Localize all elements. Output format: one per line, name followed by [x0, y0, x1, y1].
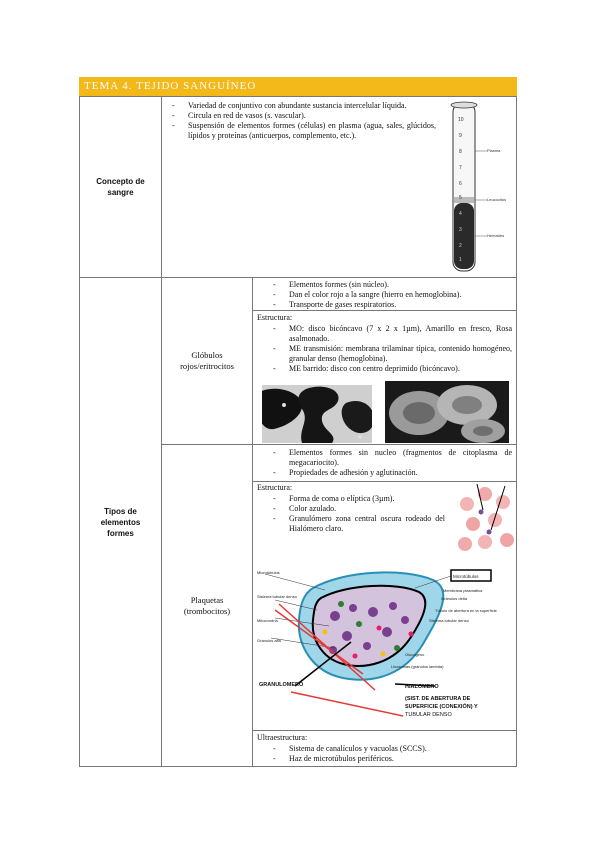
blood-tube-image: 10 9 8 7 6 5 4 3 2 1 Plasma Leucocitos H… — [450, 101, 506, 272]
tube-scale-3: 3 — [459, 227, 462, 233]
tube-scale-5: 5 — [459, 195, 462, 201]
globulos-label-cell: Glóbulos rojos/eritrocitos — [161, 277, 253, 445]
list-item: ME transmisión: membrana trilaminar típi… — [267, 344, 512, 364]
tipos-label-cell: Tipos de elementos formes — [79, 277, 162, 767]
tem-erythrocyte-image — [262, 385, 372, 443]
plaquetas-struct-title: Estructura: — [257, 483, 293, 492]
list-item: Dan el color rojo a la sangre (hierro en… — [267, 290, 512, 300]
list-item: MO: disco bicóncavo (7 x 2 x 1µm), Amari… — [267, 324, 512, 344]
tube-label-hematies: Hematíes — [487, 233, 504, 238]
list-item: Transporte de gases respiratorios. — [267, 300, 512, 310]
label-hialomero-line3: SUPERFICIE (CONEXIÓN) Y — [405, 702, 478, 710]
platelet-ultrastructure-diagram: Microtúbulos Sistema tubular denso Mitoc… — [255, 560, 513, 728]
list-item: Elementos formes sin nucleo (fragmentos … — [267, 448, 512, 468]
section-header: TEMA 4. TEJIDO SANGUÍNEO — [79, 77, 517, 96]
tube-label-plasma: Plasma — [487, 148, 501, 153]
tube-scale-4: 4 — [459, 211, 462, 217]
globulos-struct-list: MO: disco bicóncavo (7 x 2 x 1µm), Amari… — [267, 324, 512, 374]
label-hialomero-line4: TUBULAR DENSO — [405, 712, 452, 718]
label-granulos-delta: Gránulos delta — [441, 596, 468, 601]
plaquetas-label-cell: Plaquetas (trombocitos) — [161, 444, 253, 767]
tube-scale-7: 7 — [459, 165, 462, 171]
plaquetas-label: Plaquetas (trombocitos) — [183, 594, 231, 616]
globulos-struct-cell: Estructura: MO: disco bicóncavo (7 x 2 x… — [252, 310, 517, 445]
plaquetas-desc-cell: Elementos formes sin nucleo (fragmentos … — [252, 444, 517, 482]
label-glucogeno: Glucógeno — [405, 652, 425, 657]
list-item: Granulómero zona central oscura rodeado … — [267, 514, 445, 534]
label-mitocondria: Mitocondria — [257, 618, 278, 623]
tipos-label: Tipos de elementos formes — [100, 506, 141, 538]
label-microtubulos-right: Microtúbulos — [453, 574, 479, 579]
concepto-content-cell: Variedad de conjuntivo con abundante sus… — [161, 96, 517, 278]
plaquetas-desc-list: Elementos formes sin nucleo (fragmentos … — [267, 448, 512, 478]
globulos-struct-title: Estructura: — [257, 313, 293, 322]
platelet-smear-image — [455, 484, 515, 556]
tube-scale-2: 2 — [459, 243, 462, 249]
tube-scale-1: 1 — [459, 257, 462, 263]
globulos-desc-list: Elementos formes (sin núcleo). Dan el co… — [267, 280, 512, 310]
list-item: Forma de coma o elíptica (3µm). — [267, 494, 445, 504]
globulos-desc-cell: Elementos formes (sin núcleo). Dan el co… — [252, 277, 517, 311]
plaquetas-ultra-list: Sistema de canalículos y vacuolas (SCCS)… — [267, 744, 512, 764]
tube-scale-9: 9 — [459, 133, 462, 139]
list-item: Sistema de canalículos y vacuolas (SCCS)… — [267, 744, 512, 754]
list-item: Suspensión de elementos formes (células)… — [166, 121, 436, 141]
list-item: Elementos formes (sin núcleo). — [267, 280, 512, 290]
label-membrana-plasmatica: Membrana plasmática — [443, 588, 483, 593]
list-item: ME barrido: disco con centro deprimido (… — [267, 364, 512, 374]
concepto-label: Concepto de sangre — [96, 177, 145, 197]
label-lisosomas: Lisosomas (gránulos lambda) — [391, 664, 444, 669]
label-granulos-alfa: Gránulos alfa — [257, 638, 282, 643]
label-hialomero: HIALOMERO — [405, 684, 439, 690]
plaquetas-struct-list: Forma de coma o elíptica (3µm). Color az… — [267, 494, 445, 534]
label-sistema-tubular-right: Sistema tubular denso — [429, 618, 470, 623]
list-item: Variedad de conjuntivo con abundante sus… — [166, 101, 436, 111]
list-item: Circula en red de vasos (s. vascular). — [166, 111, 436, 121]
tube-scale-8: 8 — [459, 149, 462, 155]
concepto-label-cell: Concepto de sangre — [79, 96, 162, 278]
list-item: Propiedades de adhesión y aglutinación. — [267, 468, 512, 478]
plaquetas-struct-cell: Estructura: Forma de coma o elíptica (3µ… — [252, 481, 517, 731]
concepto-list: Variedad de conjuntivo con abundante sus… — [166, 101, 436, 141]
globulos-label: Glóbulos rojos/eritrocitos — [180, 350, 234, 371]
label-tubulo-abertura: Túbulo de abertura en la superficie — [435, 608, 498, 613]
plaquetas-ultra-title: Ultraestructura: — [257, 733, 308, 742]
sem-erythrocyte-image — [385, 381, 509, 443]
list-item: Color azulado. — [267, 504, 445, 514]
label-granulomero: GRANULOMERO — [259, 682, 304, 688]
plaquetas-ultra-cell: Ultraestructura: Sistema de canalículos … — [252, 730, 517, 767]
label-hialomero-line2: (SIST. DE ABERTURA DE — [405, 696, 471, 702]
label-microtubulos-left: Microtúbulos — [257, 570, 280, 575]
tube-scale-10: 10 — [458, 117, 464, 123]
tube-label-leucocitos: Leucocitos — [487, 197, 506, 202]
label-sistema-tubular-left: Sistema tubular denso — [257, 594, 298, 599]
tube-scale-6: 6 — [459, 181, 462, 187]
list-item: Haz de microtúbulos periféricos. — [267, 754, 512, 764]
